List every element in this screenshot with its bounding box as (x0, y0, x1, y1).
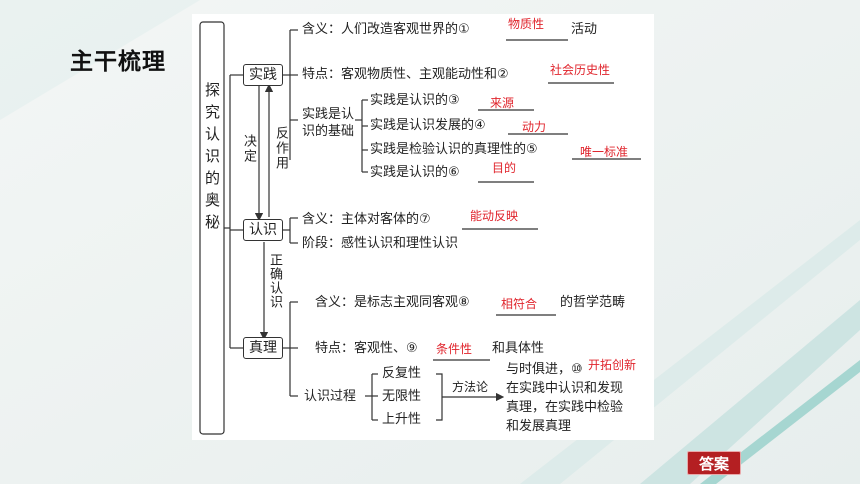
basis-item-4-answer: 目的 (492, 161, 517, 175)
basis-item-2-answer: 动力 (522, 120, 547, 134)
node-cognition: 认识 (243, 219, 283, 241)
basis-item-2-prefix: 实践是认识发展的④ (370, 118, 486, 133)
root-label: 探究认识的奥秘 (203, 82, 221, 236)
basis-item-1-prefix: 实践是认识的③ (370, 93, 460, 108)
answer-button[interactable]: 答案 (687, 451, 741, 475)
conclusion-line-1: 与时俱进，⑩ (506, 362, 583, 377)
basis-item-3-answer: 唯一标准 (580, 145, 629, 159)
section-heading: 主干梳理 (70, 49, 166, 75)
basis-item-3-prefix: 实践是检验认识的真理性的⑤ (370, 142, 538, 157)
conclusion-line-2: 在实践中认识和发现 (506, 381, 624, 396)
node-truth: 真理 (243, 337, 283, 359)
process-item-infinite: 无限性 (382, 389, 422, 404)
practice-basis-label: 实践是认识的基础 (302, 107, 355, 139)
edge-reacts-label: 反作用 (273, 126, 288, 171)
process-item-ascending: 上升性 (382, 412, 422, 427)
conclusion-line-4: 和发展真理 (506, 419, 572, 434)
practice-features-prefix: 特点：客观物质性、主观能动性和② (302, 67, 509, 82)
edge-decides-label: 决定 (241, 134, 256, 164)
process-item-repetitive: 反复性 (382, 366, 422, 381)
practice-meaning-answer: 物质性 (508, 17, 545, 31)
practice-meaning-prefix: 含义：人们改造客观世界的① (302, 22, 470, 37)
truth-meaning-answer: 相符合 (501, 297, 538, 311)
practice-features-answer: 社会历史性 (550, 63, 611, 77)
truth-features-suffix: 和具体性 (492, 341, 545, 356)
truth-meaning-suffix: 的哲学范畴 (560, 295, 626, 310)
conclusion-answer: 开拓创新 (588, 358, 637, 372)
truth-meaning-prefix: 含义：是标志主观同客观⑧ (315, 295, 470, 310)
cognition-meaning-answer: 能动反映 (470, 209, 519, 223)
practice-meaning-suffix: 活动 (571, 22, 598, 37)
conclusion-line-3: 真理，在实践中检验 (506, 400, 624, 415)
methodology-label: 方法论 (452, 380, 489, 394)
truth-features-answer: 条件性 (436, 342, 473, 356)
cognition-meaning-prefix: 含义：主体对客体的⑦ (302, 212, 431, 227)
node-practice: 实践 (243, 64, 283, 86)
edge-correct-cognition-label: 正确认识 (267, 253, 282, 309)
basis-item-1-answer: 来源 (490, 96, 515, 110)
cognition-stages: 阶段：感性认识和理性认识 (302, 236, 459, 251)
truth-process-label: 认识过程 (304, 389, 357, 404)
truth-features-prefix: 特点：客观性、⑨ (315, 341, 418, 356)
basis-item-4-prefix: 实践是认识的⑥ (370, 165, 460, 180)
